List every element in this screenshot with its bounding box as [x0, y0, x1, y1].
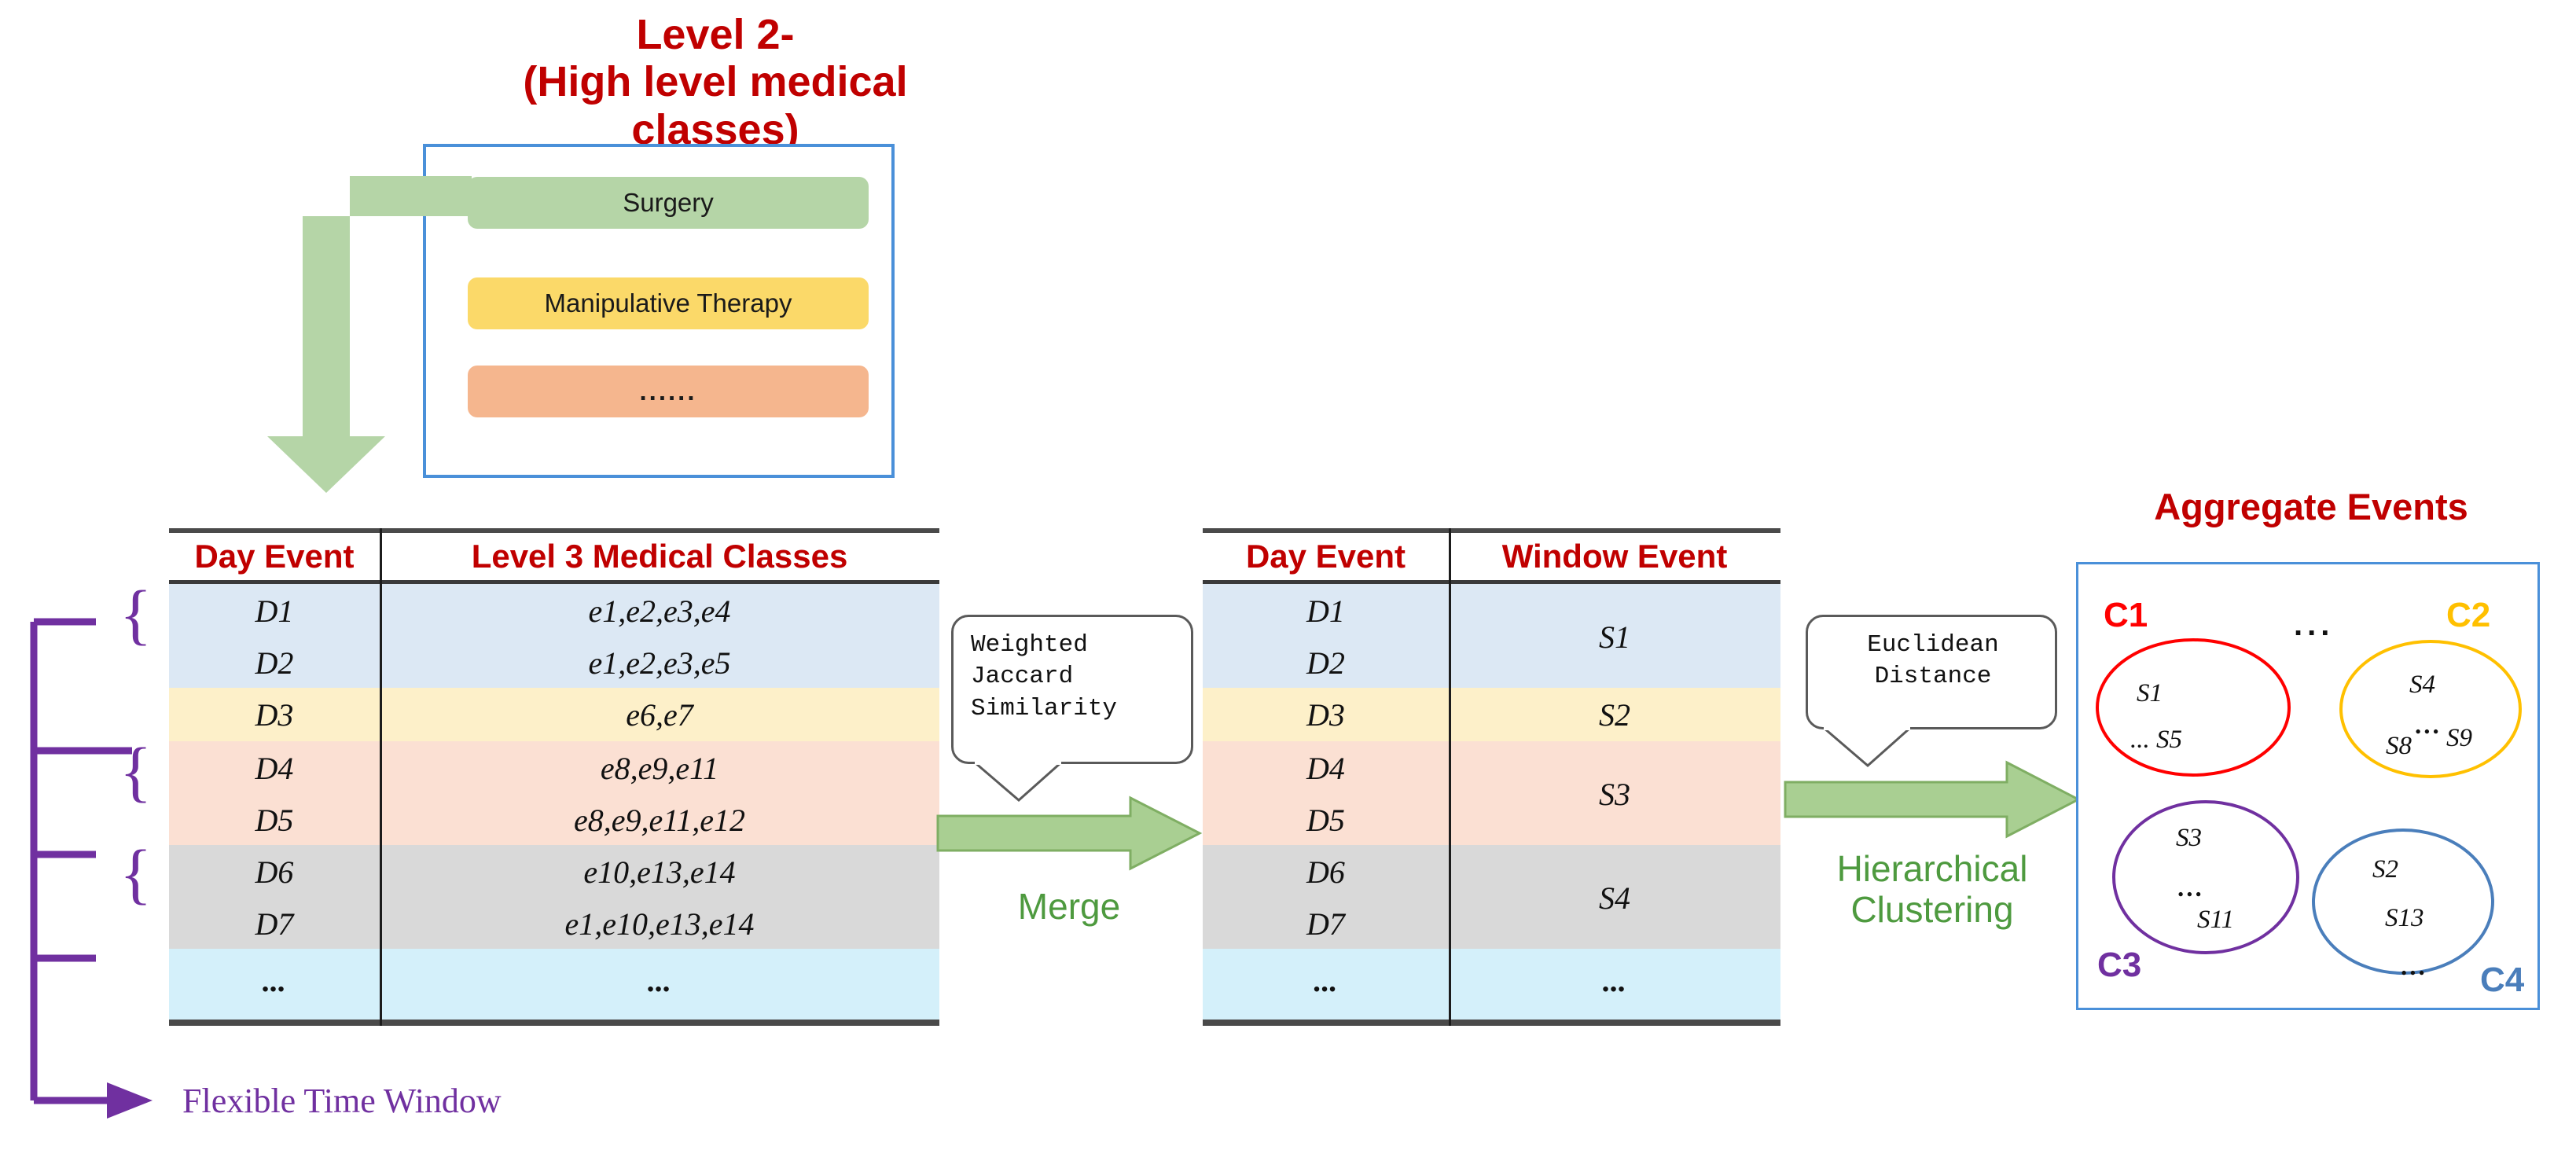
column-header-day-event: Day Event: [1245, 538, 1406, 575]
medical-class-label: ......: [639, 377, 697, 406]
row-band-cyan: [1203, 949, 1780, 1020]
window-event-value: S4: [1599, 880, 1630, 916]
group-brace-1: {: [119, 576, 153, 652]
cluster-label-c4: C4: [2480, 961, 2525, 999]
cluster-item-c4: S2: [2372, 855, 2398, 884]
row-band-yellow: [1203, 688, 1780, 741]
day-event-table: Day Event Level 3 Medical Classes D1 e1,…: [169, 528, 939, 1026]
row-band-cyan: [169, 949, 939, 1020]
cluster-item-c2: S4: [2409, 671, 2435, 699]
cluster-item-c4: S13: [2385, 904, 2424, 932]
table-row: D3: [255, 697, 294, 733]
weighted-jaccard-callout: Weighted Jaccard Similarity: [951, 615, 1193, 764]
row-band-peach: [169, 741, 939, 845]
medical-class-label: Manipulative Therapy: [544, 288, 792, 318]
cluster-item-c3: ...: [2177, 874, 2204, 902]
cluster-item-c2: S9: [2446, 724, 2472, 752]
table-row: ...: [1314, 963, 1338, 998]
cluster-ellipse-c3[interactable]: [2111, 799, 2300, 956]
cluster-ellipse-c4[interactable]: [2311, 827, 2496, 976]
callout-line: Distance: [1874, 663, 1992, 691]
cluster-item-c3: S3: [2176, 824, 2202, 852]
table-row: e8,e9,e11: [600, 751, 719, 786]
level2-to-table-arrow-icon: [267, 176, 472, 493]
cluster-item-c1: ... S5: [2130, 726, 2182, 754]
level2-title-line2: (High level medical classes): [523, 58, 908, 153]
callout-line: Similarity: [971, 694, 1118, 722]
table-row: D5: [1306, 803, 1345, 838]
table-row: D4: [1306, 751, 1345, 786]
window-event-value: S3: [1599, 777, 1630, 812]
callout-tail-icon: [1823, 726, 1911, 767]
aggregate-events-box: [2076, 562, 2540, 1010]
table-row: D6: [255, 854, 294, 890]
table-row: D6: [1306, 854, 1345, 890]
table-row: e8,e9,e11,e12: [573, 803, 746, 838]
window-event-value: S2: [1599, 697, 1630, 733]
cluster-label-c2: C2: [2446, 596, 2491, 634]
window-event-table: Day Event Window Event D1 D2 S1 D3 S2 D4…: [1203, 528, 1780, 1026]
table-row: ...: [648, 963, 671, 998]
table-row: D7: [1306, 906, 1345, 942]
cluster-ellipse-c1[interactable]: [2095, 637, 2291, 778]
flexible-time-window-label: Flexible Time Window: [182, 1082, 502, 1120]
table-row: D2: [1306, 645, 1345, 681]
cluster-label-c1: C1: [2104, 596, 2148, 634]
euclidean-distance-callout: Euclidean Distance: [1806, 615, 2057, 729]
cluster-item-c1: S1: [2137, 679, 2163, 707]
clustering-label-line2: Clustering: [1850, 888, 2014, 930]
window-event-value: S1: [1599, 619, 1630, 655]
table-row: e1,e2,e3,e5: [588, 645, 731, 681]
callout-line: Euclidean: [1867, 631, 1999, 659]
hierarchical-clustering-label: Hierarchical Clustering: [1775, 848, 2089, 930]
callout-line: Jaccard: [971, 663, 1074, 691]
aggregate-events-ellipsis: ...: [2294, 608, 2335, 642]
cluster-item-c3: S11: [2197, 906, 2235, 934]
row-band-yellow: [169, 688, 939, 741]
medical-class-manipulative-therapy[interactable]: Manipulative Therapy: [468, 277, 869, 329]
group-brace-3: {: [119, 836, 153, 911]
row-band-gray: [1203, 845, 1780, 949]
column-header-window-event: Window Event: [1501, 538, 1728, 575]
window-event-value: ...: [1603, 963, 1626, 998]
level2-title-line1: Level 2-: [636, 11, 795, 58]
row-band-gray: [169, 845, 939, 949]
table-row: e6,e7: [626, 697, 693, 733]
row-band-blue: [1203, 584, 1780, 688]
cluster-item-c2: S8: [2386, 732, 2412, 760]
callout-tail-icon: [974, 761, 1062, 802]
column-header-level3: Level 3 Medical Classes: [471, 538, 848, 575]
hierarchical-clustering-arrow-icon: [1784, 760, 2082, 839]
table-row: D4: [255, 751, 294, 786]
medical-class-more[interactable]: ......: [468, 366, 869, 417]
column-header-day-event: Day Event: [194, 538, 355, 575]
table-row: D3: [1306, 697, 1345, 733]
table-row: e10,e13,e14: [583, 854, 736, 890]
cluster-label-c3: C3: [2097, 946, 2142, 984]
group-brace-2: {: [119, 733, 153, 809]
table-row: D2: [255, 645, 294, 681]
table-row: ...: [263, 963, 286, 998]
table-row: D1: [255, 593, 294, 629]
merge-label: Merge: [1017, 886, 1121, 927]
table-row: e1,e2,e3,e4: [588, 593, 731, 629]
table-row: D7: [255, 906, 294, 942]
table-row: e1,e10,e13,e14: [564, 906, 755, 942]
table-row: D1: [1306, 593, 1345, 629]
cluster-item-c2: ...: [2415, 711, 2442, 740]
table-row: D5: [255, 803, 294, 838]
callout-line: Weighted: [971, 631, 1088, 659]
clustering-label-line1: Hierarchical: [1836, 848, 2028, 889]
level2-title: Level 2- (High level medical classes): [440, 11, 990, 153]
medical-class-label: Surgery: [623, 188, 714, 217]
cluster-ellipse-c2[interactable]: [2339, 638, 2523, 780]
cluster-item-c4: ...: [2401, 953, 2427, 981]
row-band-blue: [169, 584, 939, 688]
merge-arrow-icon: [936, 795, 1203, 871]
row-band-peach: [1203, 741, 1780, 845]
medical-class-surgery[interactable]: Surgery: [468, 177, 869, 229]
aggregate-events-title: Aggregate Events: [2154, 486, 2468, 527]
flexible-time-window-bracket-icon: [30, 618, 153, 1119]
